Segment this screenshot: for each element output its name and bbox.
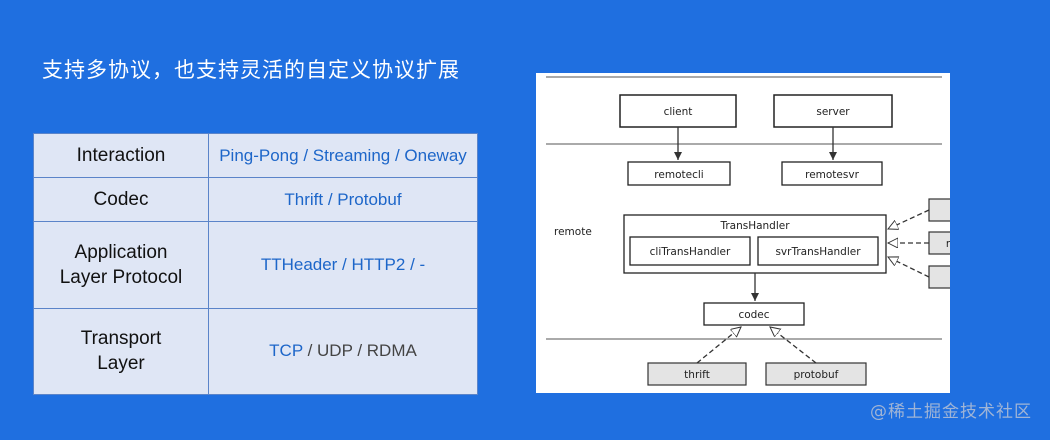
arrow-netpoll-transhandler <box>888 209 930 229</box>
client-label: client <box>664 106 693 118</box>
row-label-interaction: Interaction <box>33 132 209 179</box>
svr-transhandler-label: svrTransHandler <box>775 246 861 258</box>
row-value-application-layer-protocol: TTHeader / HTTP2 / - <box>208 221 478 309</box>
svr-transhandler-node: svrTransHandler <box>757 236 879 266</box>
table-row: Application Layer Protocol TTHeader / HT… <box>33 221 478 309</box>
table-row: Interaction Ping-Pong / Streaming / Onew… <box>33 132 478 179</box>
architecture-svg: client server remotecli remotesvr remote… <box>546 76 950 386</box>
feature-table: Interaction Ping-Pong / Streaming / Onew… <box>33 132 478 396</box>
net-node: net <box>928 265 950 289</box>
protobuf-label: protobuf <box>794 369 839 381</box>
netpoll-http2-node: netpoll-http2 <box>928 231 950 255</box>
arrow-net-transhandler <box>888 257 930 278</box>
remotecli-label: remotecli <box>654 169 703 181</box>
row-label-line: Application <box>74 241 168 263</box>
slide-title: 支持多协议，也支持灵活的自定义协议扩展 <box>42 58 460 82</box>
arrow-protobuf-codec <box>770 327 817 364</box>
protobuf-node: protobuf <box>765 362 867 386</box>
server-label: server <box>816 106 850 118</box>
table-row: Transport Layer TCP / UDP / RDMA <box>33 307 478 396</box>
row-value-transport-layer: TCP / UDP / RDMA <box>208 307 478 396</box>
row-label-application-layer-protocol: Application Layer Protocol <box>33 221 209 309</box>
client-node: client <box>619 94 737 128</box>
codec-label: codec <box>738 309 769 321</box>
remote-layer-label: remote <box>554 226 592 238</box>
row-label-transport-layer: Transport Layer <box>33 307 209 396</box>
thrift-label: thrift <box>684 369 710 381</box>
value-tcp: TCP <box>269 341 303 361</box>
netpoll-node: netpoll <box>928 198 950 222</box>
watermark: @稀土掘金技术社区 <box>870 402 1032 422</box>
remotesvr-node: remotesvr <box>781 161 883 186</box>
architecture-diagram: client server remotecli remotesvr remote… <box>536 73 950 393</box>
cli-transhandler-label: cliTransHandler <box>650 246 731 258</box>
transhandler-label: TransHandler <box>719 220 790 232</box>
row-value-interaction: Ping-Pong / Streaming / Oneway <box>208 132 478 179</box>
remotecli-node: remotecli <box>627 161 731 186</box>
row-label-line: Layer Protocol <box>59 266 183 288</box>
remotesvr-label: remotesvr <box>805 169 859 181</box>
cli-transhandler-node: cliTransHandler <box>629 236 751 266</box>
value-other-transports: / UDP / RDMA <box>302 341 417 361</box>
row-label-line: Layer <box>97 353 145 375</box>
row-label-codec: Codec <box>33 177 209 223</box>
thrift-node: thrift <box>647 362 747 386</box>
server-node: server <box>773 94 893 128</box>
row-value-codec: Thrift / Protobuf <box>208 177 478 223</box>
codec-node: codec <box>703 302 805 326</box>
netpoll-http2-label: netpoll-http2 <box>946 238 950 250</box>
table-row: Codec Thrift / Protobuf <box>33 177 478 223</box>
arrow-thrift-codec <box>696 327 741 364</box>
row-label-line: Transport <box>80 328 162 350</box>
